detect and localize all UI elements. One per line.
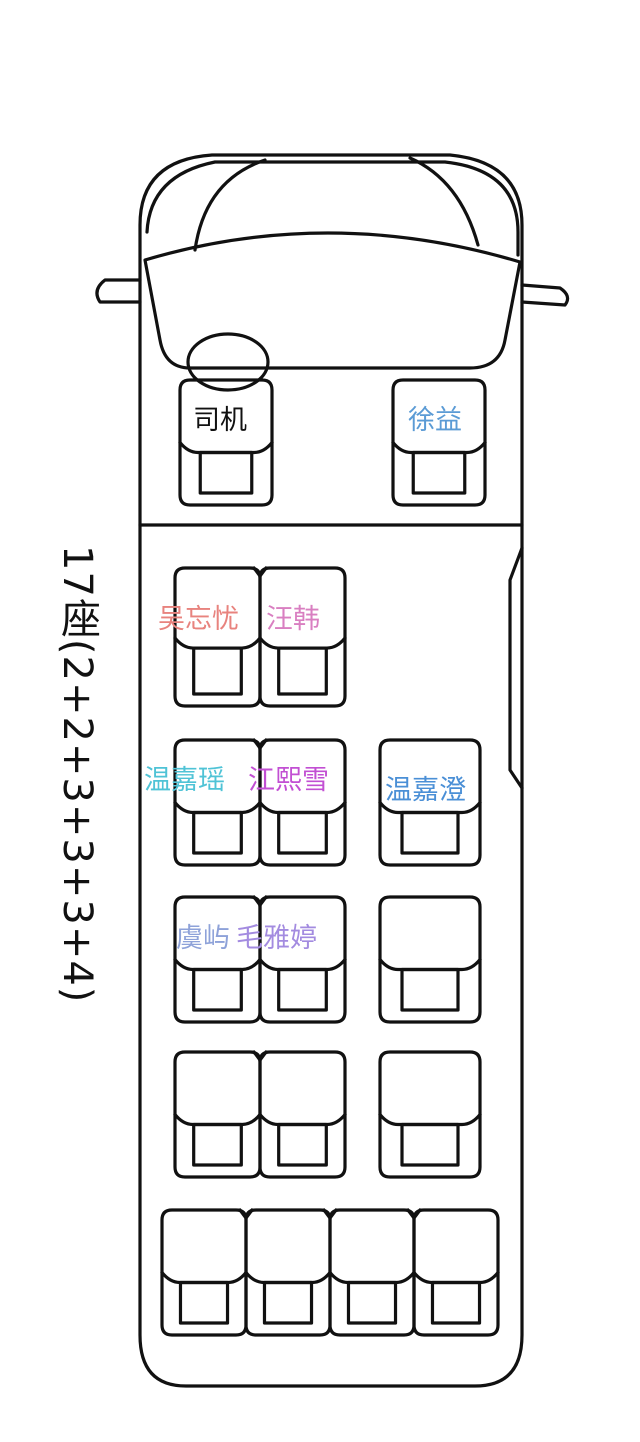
seat-row4-right <box>378 1050 482 1179</box>
steering-wheel <box>186 332 270 392</box>
seating-title: 17座(2+2+3+3+3+4) <box>54 545 100 1004</box>
seat-row3-2 <box>258 895 347 1024</box>
seat-row4-2 <box>258 1050 347 1179</box>
seat-driver <box>178 378 274 507</box>
seat-back-1 <box>160 1208 248 1337</box>
seat-back-3 <box>328 1208 416 1337</box>
seat-row3-right <box>378 895 482 1024</box>
seat-row1-joint-1 <box>252 566 268 578</box>
seat-label-row2-left: 温嘉瑶 <box>144 765 225 796</box>
windshield-arch <box>193 156 480 252</box>
seat-label-row2-middle: 江熙雪 <box>248 765 329 796</box>
seat-row4-1 <box>173 1050 262 1179</box>
seat-row2-right <box>378 738 482 867</box>
seat-row2-joint-1 <box>252 738 268 750</box>
seat-row2-1 <box>173 738 262 867</box>
seat-back-joint-3 <box>406 1208 422 1220</box>
seat-back-2 <box>244 1208 332 1337</box>
seat-row1-2 <box>258 566 347 708</box>
seat-label-row3-left: 虞屿 <box>176 923 230 954</box>
seat-row3-joint-1 <box>252 895 268 907</box>
seat-label-row3-middle: 毛雅婷 <box>236 923 317 954</box>
seat-back-joint-1 <box>238 1208 254 1220</box>
seat-label-row1-left: 吴忘忧 <box>158 604 239 635</box>
side-door <box>508 546 524 790</box>
seat-row1-1 <box>173 566 262 708</box>
bus-body <box>138 153 524 1388</box>
seat-row3-1 <box>173 895 262 1024</box>
seat-label-row1-right: 汪韩 <box>266 604 320 635</box>
seat-label-front-passenger: 徐益 <box>408 405 462 436</box>
windshield-outer <box>145 160 520 257</box>
seat-back-joint-2 <box>322 1208 338 1220</box>
seat-row2-2 <box>258 738 347 867</box>
mirror-left <box>95 278 142 304</box>
seat-row4-joint-1 <box>252 1050 268 1062</box>
seat-back-4 <box>412 1208 500 1337</box>
dashboard <box>143 231 522 370</box>
seat-label-row2-right: 温嘉澄 <box>385 775 466 806</box>
mirror-right <box>520 283 570 307</box>
seat-front-passenger <box>391 378 487 507</box>
seat-label-driver: 司机 <box>193 405 247 436</box>
